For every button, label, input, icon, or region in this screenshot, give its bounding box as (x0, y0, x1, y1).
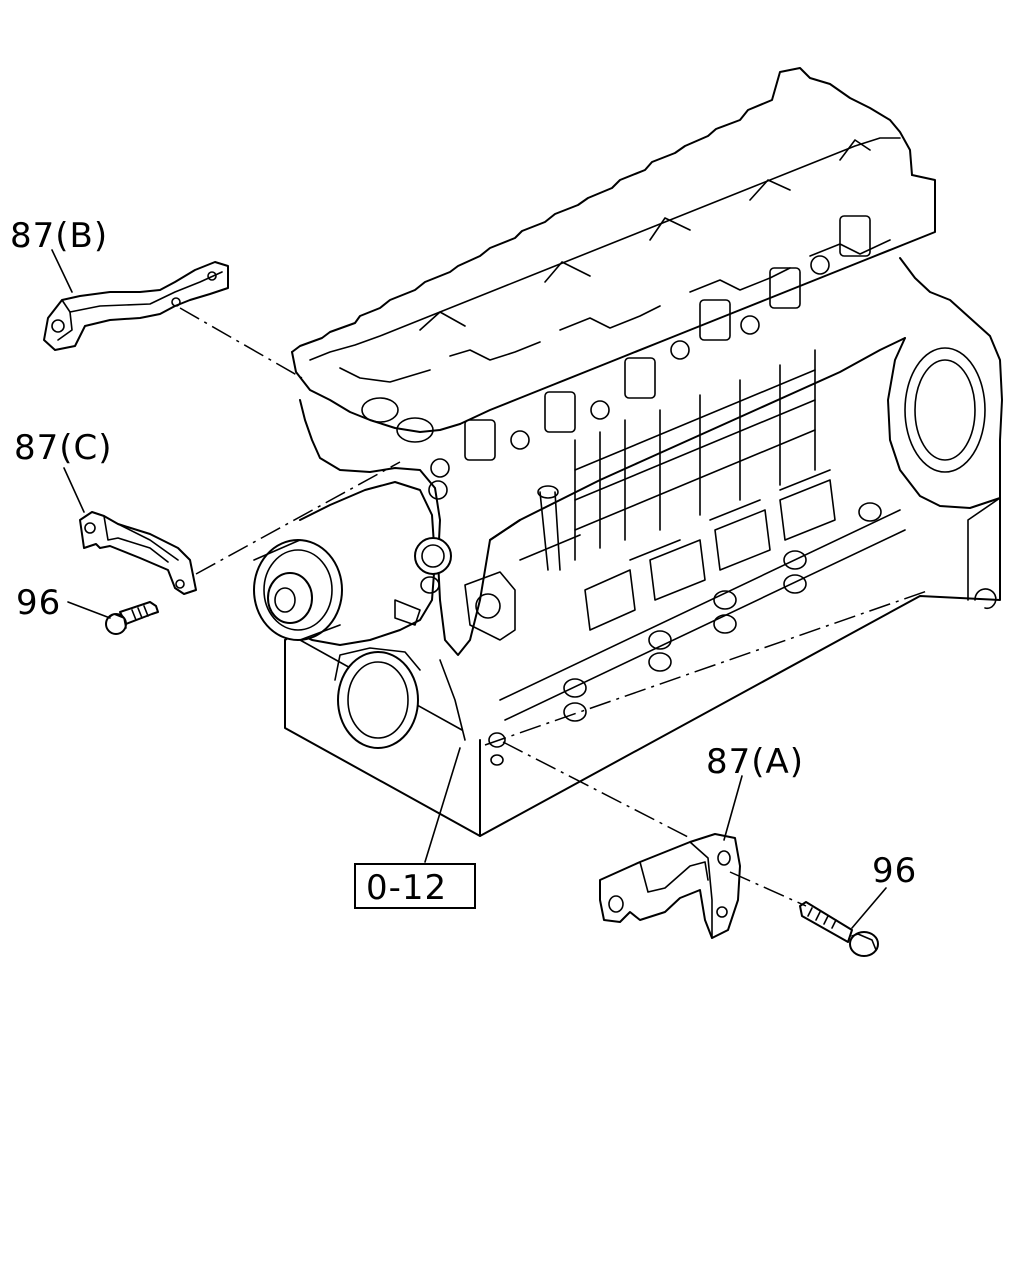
callout-96-left: 96 (16, 583, 61, 623)
reference-label: 0-12 (366, 868, 447, 908)
bolt-96-left-icon (105, 601, 159, 635)
reference-box[interactable]: 0-12 (354, 863, 476, 909)
leader-lines (51, 249, 887, 929)
callout-87b: 87(B) (10, 216, 108, 256)
bolt-96-right-icon (799, 901, 879, 957)
callout-87a: 87(A) (706, 742, 804, 782)
callout-96-right: 96 (872, 851, 917, 891)
engine-block (253, 67, 1003, 837)
bracket-87b-icon (43, 261, 229, 351)
install-dash-lines (179, 307, 931, 907)
bracket-87c-icon (79, 511, 197, 595)
bracket-87a-icon (599, 833, 741, 939)
callout-87c: 87(C) (14, 428, 113, 468)
